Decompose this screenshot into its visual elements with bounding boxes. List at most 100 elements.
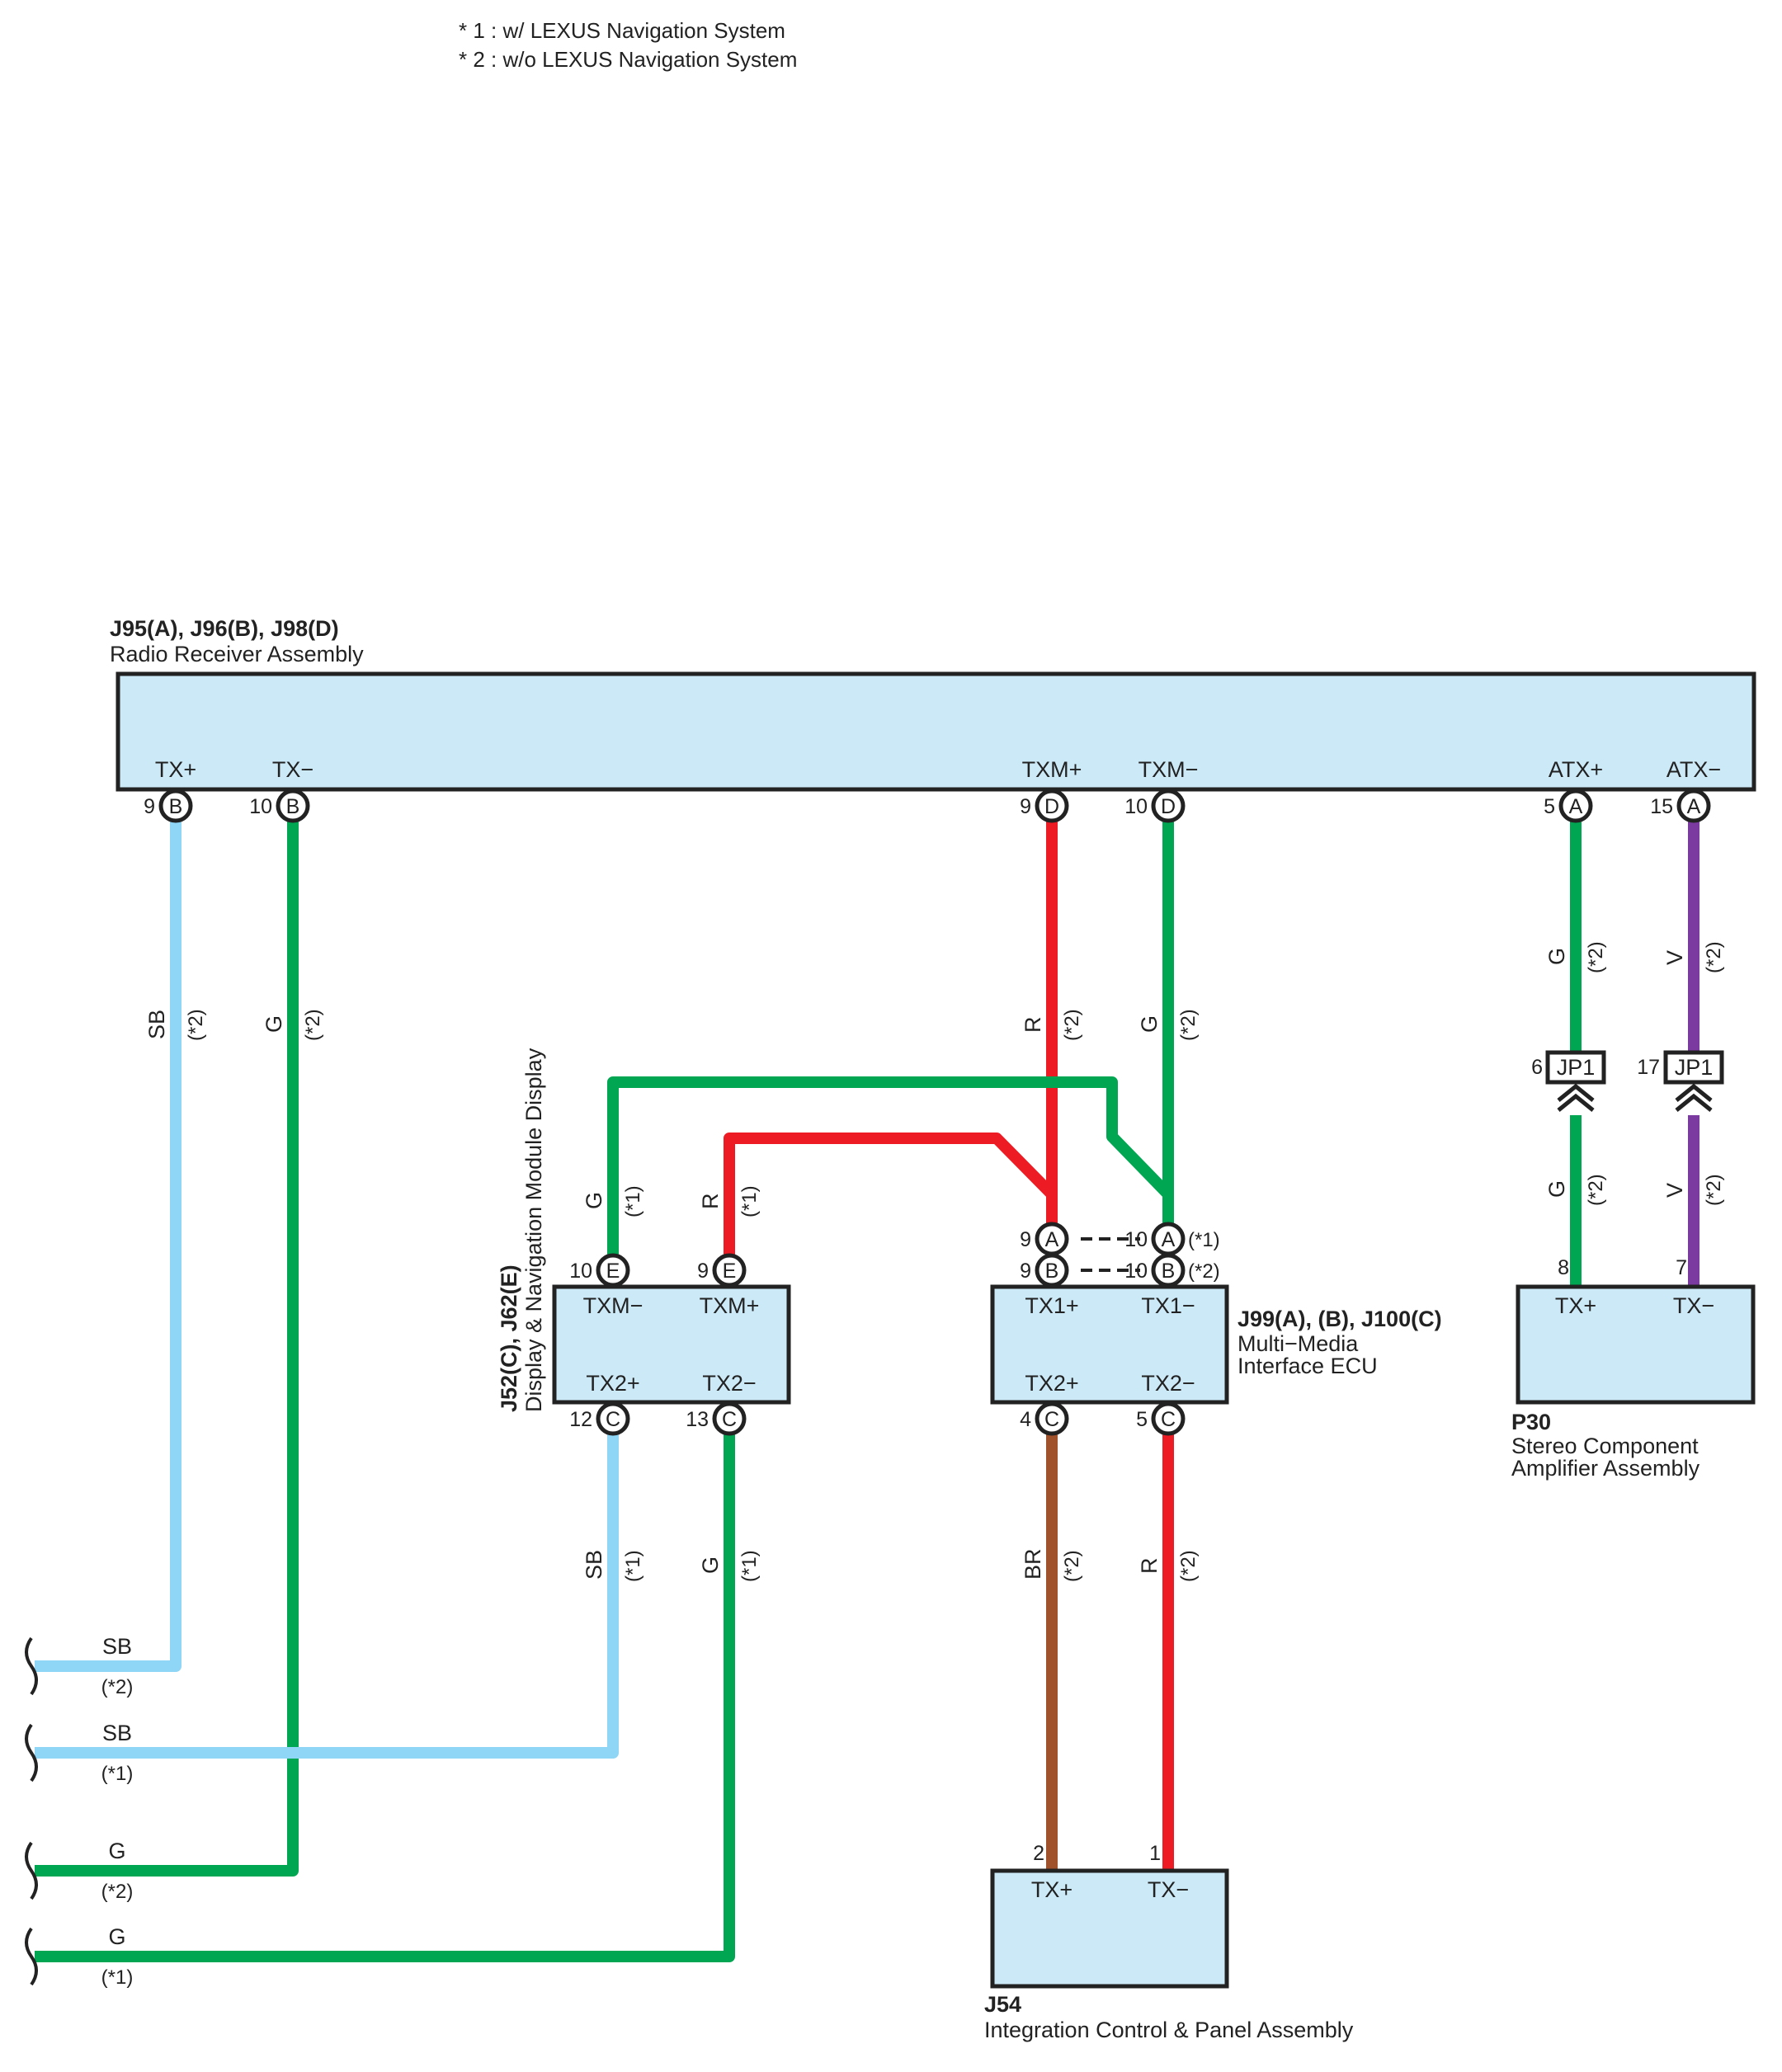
pin-number: 10 xyxy=(1124,1228,1148,1251)
conn-letter: A xyxy=(1162,1228,1176,1251)
wire-label: R xyxy=(1021,1017,1045,1034)
radio-pin-tx-minus: TX− xyxy=(272,757,314,782)
off-page-color: SB xyxy=(102,1721,132,1745)
pin-number: 6 xyxy=(1531,1056,1543,1079)
amp-code: P30 xyxy=(1511,1410,1551,1434)
wire-note: (*1) xyxy=(738,1550,761,1582)
break-mark-icon xyxy=(25,1841,38,1900)
wire-g-display-tx2-minus xyxy=(35,1434,735,1962)
wire-label: R xyxy=(698,1194,723,1210)
pin-number: 15 xyxy=(1650,795,1673,818)
display-module-box xyxy=(552,1284,791,1405)
amp-name-2: Amplifier Assembly xyxy=(1511,1456,1700,1481)
wire-label: SB xyxy=(144,1010,169,1039)
wire-note: (*2) xyxy=(1177,1550,1200,1582)
chevron-up-icon xyxy=(1557,1093,1595,1112)
conn-letter: E xyxy=(723,1260,737,1283)
mmi-pin-tx1-minus: TX1− xyxy=(1141,1293,1195,1318)
off-page-color: G xyxy=(108,1839,125,1863)
wire-break-marks xyxy=(25,1636,38,1986)
conn-radio-5 xyxy=(1558,789,1593,823)
boxes xyxy=(116,671,1756,1989)
pin-numbers: 9 10 9 10 5 15 10 9 12 13 9 10 9 10 4 5 … xyxy=(144,795,1687,1865)
wire-label: SB xyxy=(582,1550,606,1580)
amp-pin-tx-minus: TX− xyxy=(1673,1293,1714,1318)
conn-letter: B xyxy=(169,795,183,818)
amp-pin-tx-plus: TX+ xyxy=(1555,1293,1596,1318)
off-page-note: (*1) xyxy=(101,1763,134,1785)
panel-assembly-box xyxy=(990,1868,1229,1989)
display-pin-tx2-plus: TX2+ xyxy=(586,1371,639,1396)
pin-number: 13 xyxy=(686,1408,709,1431)
wire-label: G xyxy=(582,1192,606,1209)
conn-radio-4 xyxy=(1151,789,1186,823)
conn-mmi-c1 xyxy=(1035,1401,1069,1436)
junction-label: JP1 xyxy=(1675,1055,1714,1080)
pin-number: 10 xyxy=(1124,795,1148,818)
conn-letter: B xyxy=(1162,1260,1176,1283)
conn-letter: A xyxy=(1569,795,1583,818)
junction-box xyxy=(1663,1050,1724,1085)
pin-number: 12 xyxy=(569,1408,592,1431)
mmi-name-1: Multi−Media xyxy=(1238,1331,1359,1356)
display-pin-txm-plus: TXM+ xyxy=(700,1293,760,1318)
conn-display-3 xyxy=(596,1401,630,1436)
wire-label: V xyxy=(1662,1183,1687,1198)
wire-label: G xyxy=(1544,1180,1569,1198)
pin-number: 5 xyxy=(1544,795,1555,818)
off-page-note: (*2) xyxy=(101,1676,134,1698)
radio-pin-tx-plus: TX+ xyxy=(155,757,196,782)
mmi-name-2: Interface ECU xyxy=(1238,1354,1378,1378)
panel-pin-tx-plus: TX+ xyxy=(1031,1877,1072,1902)
pin-number: 7 xyxy=(1676,1256,1687,1279)
conn-letter: B xyxy=(286,795,300,818)
display-name: Display & Navigation Module Display xyxy=(521,1048,546,1412)
panel-code: J54 xyxy=(984,1992,1021,2017)
display-pin-tx2-minus: TX2− xyxy=(702,1371,756,1396)
off-page-labels: SB (*2) SB (*1) G (*2) G (*1) xyxy=(101,1634,134,1989)
conn-letter: D xyxy=(1161,795,1176,818)
conn-radio-1 xyxy=(158,789,193,823)
amp-name-1: Stereo Component xyxy=(1511,1434,1699,1458)
wire-label: G xyxy=(698,1556,723,1574)
conn-letter: B xyxy=(1045,1260,1059,1283)
wire-sb-display-tx2-plus xyxy=(35,1434,619,1759)
chevron-up-icon xyxy=(1675,1083,1713,1102)
conn-display-2 xyxy=(712,1253,747,1288)
conn-letter: C xyxy=(722,1408,737,1431)
conn-letter: D xyxy=(1044,795,1059,818)
wire-g-display-txm-minus xyxy=(607,1076,1174,1262)
mmi-pin-tx1-plus: TX1+ xyxy=(1025,1293,1078,1318)
off-page-color: G xyxy=(108,1924,125,1949)
mmi-note-b: (*2) xyxy=(1188,1260,1220,1283)
component-labels: J95(A), J96(B), J98(D) Radio Receiver As… xyxy=(110,616,1700,2042)
wire-sb-radio-tx-plus xyxy=(35,817,182,1672)
mmi-ecu-box xyxy=(990,1284,1229,1405)
conn-letter: E xyxy=(606,1260,620,1283)
radio-pin-txm-minus: TXM− xyxy=(1138,757,1199,782)
wires xyxy=(35,817,1700,1962)
junction-jp1-b: JP1 xyxy=(1663,1050,1724,1112)
pin-number: 10 xyxy=(1124,1260,1148,1283)
wire-note: (*2) xyxy=(1061,1009,1083,1041)
panel-name: Integration Control & Panel Assembly xyxy=(984,2018,1354,2042)
wire-label: G xyxy=(262,1015,286,1033)
off-page-color: SB xyxy=(102,1634,132,1659)
mmi-note-a: (*1) xyxy=(1188,1229,1220,1251)
radio-receiver-box xyxy=(116,671,1756,792)
pin-number: 9 xyxy=(1020,1260,1031,1283)
wire-note: (*1) xyxy=(622,1185,644,1217)
pin-number: 10 xyxy=(569,1260,592,1283)
mmi-pin-tx2-minus: TX2− xyxy=(1141,1371,1195,1396)
junction-connectors: JP1 JP1 xyxy=(1545,1050,1724,1112)
wire-note: (*2) xyxy=(1703,1174,1725,1206)
wire-note: (*2) xyxy=(1585,1174,1607,1206)
connector-circles xyxy=(158,789,1711,1436)
off-page-note: (*2) xyxy=(101,1881,134,1903)
chevron-up-icon xyxy=(1675,1093,1713,1112)
conn-radio-3 xyxy=(1035,789,1069,823)
radio-code: J95(A), J96(B), J98(D) xyxy=(110,616,339,641)
note-1: * 1 : w/ LEXUS Navigation System xyxy=(459,18,785,43)
display-pin-txm-minus: TXM− xyxy=(583,1293,644,1318)
